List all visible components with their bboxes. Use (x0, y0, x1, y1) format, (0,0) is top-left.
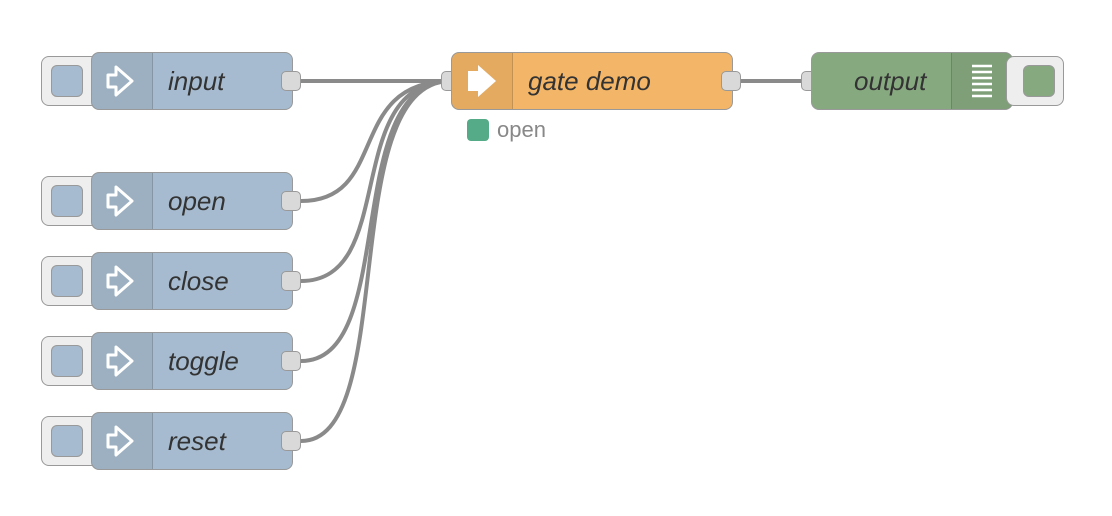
inject-node-toggle[interactable]: toggle (91, 332, 293, 390)
inject-button[interactable] (41, 56, 99, 106)
node-label: open (168, 185, 226, 216)
inject-node-close[interactable]: close (91, 252, 293, 310)
debug-node-output[interactable]: output (811, 52, 1013, 110)
output-port[interactable] (281, 71, 301, 91)
inject-button-inner (51, 65, 83, 97)
wire-reset-to-gate[interactable] (300, 79, 452, 443)
node-label: input (168, 65, 225, 96)
debug-toggle-inner (1023, 65, 1055, 97)
inject-node-input[interactable]: input (91, 52, 293, 110)
output-port[interactable] (281, 271, 301, 291)
inject-button-inner (51, 425, 83, 457)
inject-button[interactable] (41, 336, 99, 386)
inject-node-open[interactable]: open (91, 172, 293, 230)
node-icon-area (92, 53, 153, 109)
node-icon-area (92, 173, 153, 229)
status-text: open (497, 117, 546, 142)
arrow-right-icon (106, 65, 134, 97)
node-label: output (854, 65, 927, 96)
node-icon-area (92, 413, 153, 469)
gate-status: open (467, 117, 546, 143)
inject-node-reset[interactable]: reset (91, 412, 293, 470)
list-icon (972, 64, 992, 98)
wire-close-to-gate[interactable] (300, 79, 452, 283)
node-icon-area (452, 53, 513, 109)
output-port[interactable] (281, 431, 301, 451)
arrow-right-icon (106, 425, 134, 457)
debug-toggle-button[interactable] (1006, 56, 1064, 106)
node-label: close (168, 265, 229, 296)
node-label: gate demo (528, 65, 651, 96)
output-port[interactable] (281, 351, 301, 371)
node-icon-area (951, 53, 1012, 109)
inject-button[interactable] (41, 176, 99, 226)
arrow-right-icon (106, 345, 134, 377)
inject-button[interactable] (41, 416, 99, 466)
output-port[interactable] (281, 191, 301, 211)
arrow-right-icon (468, 65, 496, 97)
node-label: reset (168, 425, 226, 456)
status-indicator (467, 119, 489, 141)
gate-node[interactable]: gate demo (451, 52, 733, 110)
inject-button-inner (51, 185, 83, 217)
inject-button-inner (51, 265, 83, 297)
inject-button-inner (51, 345, 83, 377)
arrow-right-icon (106, 265, 134, 297)
node-label: toggle (168, 345, 239, 376)
output-port[interactable] (721, 71, 741, 91)
inject-button[interactable] (41, 256, 99, 306)
arrow-right-icon (106, 185, 134, 217)
node-icon-area (92, 333, 153, 389)
wire-open-to-gate[interactable] (300, 79, 452, 203)
node-icon-area (92, 253, 153, 309)
